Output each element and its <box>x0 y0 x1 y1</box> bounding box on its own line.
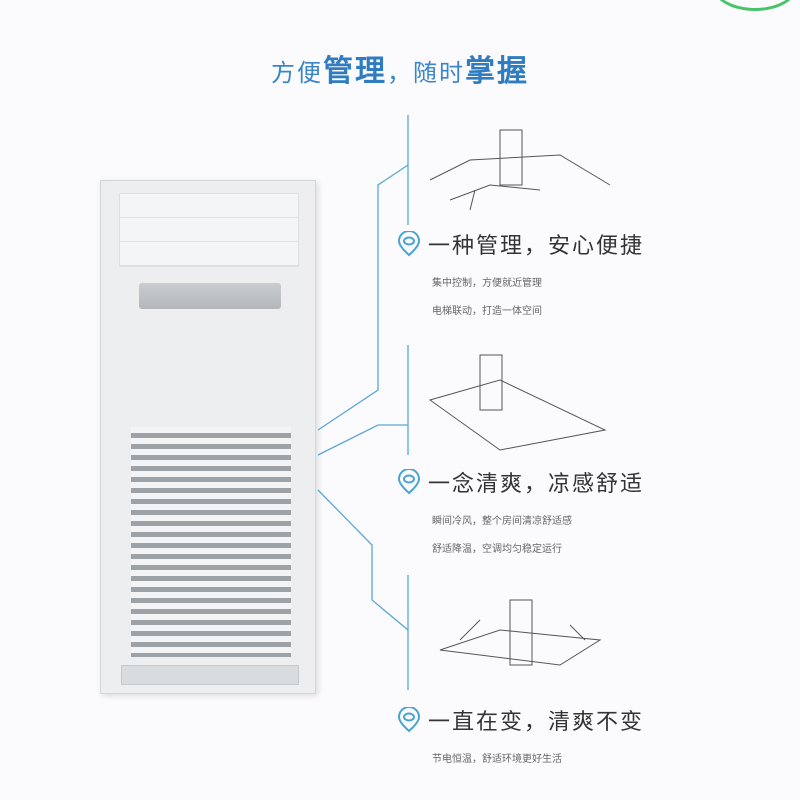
feature-management: 一种管理，安心便捷 集中控制，方便就近管理电梯联动，打造一体空间 <box>396 228 776 326</box>
feature-heading: 一种管理，安心便捷 <box>428 234 645 259</box>
feature-line: 瞬间冷风，整个房间清凉舒适感 <box>432 516 572 527</box>
feature-heading: 一念清爽，凉感舒适 <box>428 472 645 497</box>
air-grille <box>131 427 291 657</box>
title-part: 掌握 <box>465 54 529 89</box>
location-pin-icon <box>397 469 421 495</box>
page-title: 方便管理，随时掌握 <box>0 46 800 90</box>
feature-heading: 一直在变，清爽不变 <box>428 710 645 735</box>
location-pin-icon <box>397 707 421 733</box>
control-panel <box>139 283 281 309</box>
top-vent <box>119 193 299 267</box>
feature-line: 电梯联动，打造一体空间 <box>432 306 542 317</box>
feature-line: 集中控制，方便就近管理 <box>432 278 542 289</box>
air-conditioner-image <box>100 180 316 694</box>
title-part: 方便 <box>271 59 323 87</box>
feature-line: 舒适降温，空调均匀稳定运行 <box>432 544 562 555</box>
base <box>121 665 299 685</box>
feature-line: 节电恒温，舒适环境更好生活 <box>432 754 562 765</box>
title-part: 管理 <box>323 54 387 89</box>
feature-constant: 一直在变，清爽不变 节电恒温，舒适环境更好生活 <box>396 704 776 774</box>
location-pin-icon <box>397 231 421 257</box>
scene-illustrations <box>428 129 611 666</box>
title-part: ，随时 <box>387 59 465 87</box>
feature-cooling: 一念清爽，凉感舒适 瞬间冷风，整个房间清凉舒适感舒适降温，空调均匀稳定运行 <box>396 466 776 564</box>
